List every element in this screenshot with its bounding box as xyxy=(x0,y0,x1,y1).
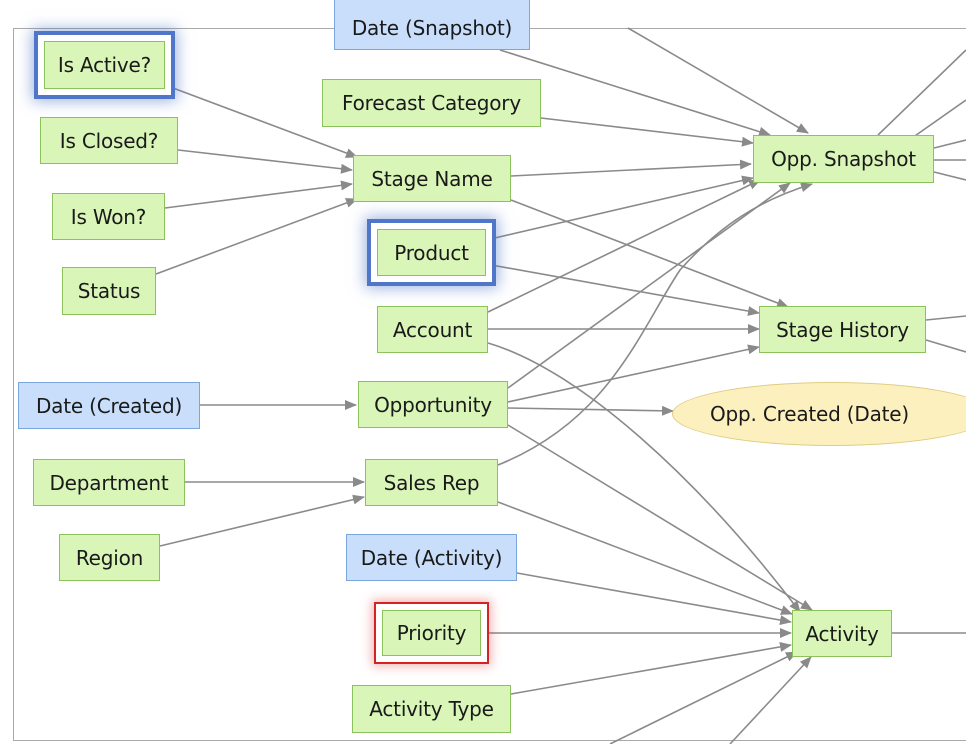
node-opp-snapshot: Opp. Snapshot xyxy=(753,135,934,183)
node-is-won-label: Is Won? xyxy=(70,204,147,229)
edge-stage-name-to-opp-snapshot xyxy=(510,159,752,177)
edge-sales-rep-to-activity xyxy=(497,501,793,615)
edge-opportunity-to-opp-snapshot xyxy=(507,182,791,389)
node-date-snapshot: Date (Snapshot) xyxy=(334,0,530,50)
edge-stage-name-to-stage-history xyxy=(510,199,789,308)
edge-bottom-b-to-activity xyxy=(729,656,812,744)
node-activity-type-label: Activity Type xyxy=(369,697,494,721)
edge-account-to-opp-snapshot xyxy=(487,179,761,313)
node-date-snapshot-label: Date (Snapshot) xyxy=(351,16,513,40)
node-department-label: Department xyxy=(49,470,169,495)
node-forecast-category-label: Forecast Category xyxy=(342,91,521,115)
edge-activity-type-to-activity xyxy=(510,641,792,695)
edge-opp-snapshot-exit-2 xyxy=(911,99,966,139)
node-priority: Priority xyxy=(382,610,481,656)
edge-is-closed-to-stage-name xyxy=(177,149,353,174)
node-date-activity: Date (Activity) xyxy=(346,534,517,581)
node-status-label: Status xyxy=(77,279,141,303)
edge-account-to-activity xyxy=(487,342,801,613)
edge-opp-snapshot-exit-5 xyxy=(933,171,966,181)
node-date-created-label: Date (Created) xyxy=(35,393,183,418)
node-is-active-label: Is Active? xyxy=(57,53,152,77)
edge-date-snapshot-to-opp-snapshot xyxy=(499,49,771,137)
edge-stage-history-exit-2 xyxy=(925,339,966,353)
node-status: Status xyxy=(62,267,156,315)
edge-opp-snapshot-exit-3 xyxy=(933,139,966,149)
node-activity-label: Activity xyxy=(805,621,879,646)
node-sales-rep: Sales Rep xyxy=(365,459,498,506)
edge-sales-rep-to-opp-snapshot xyxy=(497,182,813,466)
node-region-label: Region xyxy=(75,545,144,570)
node-stage-history-label: Stage History xyxy=(776,317,909,342)
edge-opportunity-to-stage-history xyxy=(507,344,760,403)
node-opp-created-date: Opp. Created (Date) xyxy=(672,382,966,446)
node-product: Product xyxy=(377,229,486,276)
node-is-closed-label: Is Closed? xyxy=(59,128,159,153)
node-activity: Activity xyxy=(792,610,892,657)
node-region: Region xyxy=(59,534,160,581)
node-is-won: Is Won? xyxy=(52,193,165,240)
edge-is-active-to-stage-name xyxy=(164,84,358,158)
edge-date-activity-to-activity xyxy=(516,572,792,625)
edge-product-to-opp-snapshot xyxy=(485,175,754,241)
edge-status-to-stage-name xyxy=(155,198,358,275)
node-product-label: Product xyxy=(394,240,469,265)
node-opportunity-label: Opportunity xyxy=(374,392,492,417)
edge-opportunity-to-activity xyxy=(507,424,813,611)
edge-region-to-sales-rep xyxy=(159,494,365,547)
node-department: Department xyxy=(33,459,185,506)
node-stage-history: Stage History xyxy=(759,306,926,353)
node-is-closed: Is Closed? xyxy=(40,117,178,164)
node-account: Account xyxy=(377,306,488,353)
node-opp-created-date-label: Opp. Created (Date) xyxy=(710,402,909,426)
node-date-created: Date (Created) xyxy=(18,382,200,429)
edge-opp-snapshot-exit-1 xyxy=(877,49,966,136)
node-account-label: Account xyxy=(392,317,473,342)
edge-forecast-category-to-opp-snapshot xyxy=(540,117,754,147)
node-opportunity: Opportunity xyxy=(358,381,508,428)
node-activity-type: Activity Type xyxy=(352,685,511,733)
node-priority-label: Priority xyxy=(396,621,467,645)
node-opp-snapshot-label: Opp. Snapshot xyxy=(771,147,916,171)
node-stage-name-label: Stage Name xyxy=(371,166,493,191)
edge-top-to-opp-snapshot xyxy=(627,27,809,134)
node-is-active: Is Active? xyxy=(44,41,165,89)
edge-stage-history-exit-1 xyxy=(925,315,966,321)
edge-opportunity-to-opp-created xyxy=(507,405,674,416)
edge-bottom-a-to-activity xyxy=(609,651,798,744)
edge-product-to-stage-history xyxy=(485,263,760,316)
edge-is-won-to-stage-name xyxy=(164,180,353,209)
node-date-activity-label: Date (Activity) xyxy=(360,545,503,570)
node-sales-rep-label: Sales Rep xyxy=(383,470,480,495)
node-stage-name: Stage Name xyxy=(353,155,511,202)
node-forecast-category: Forecast Category xyxy=(322,79,541,127)
